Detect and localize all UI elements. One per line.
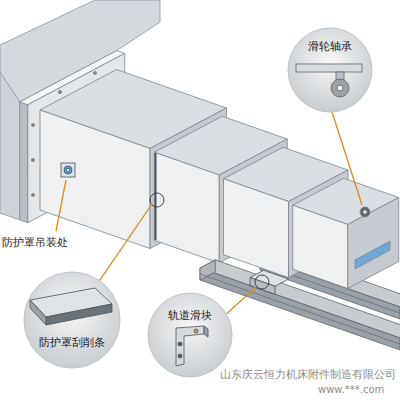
detail-inset (337, 85, 343, 91)
leader-line (100, 204, 153, 281)
callout-label: 防护罩刮削条 (39, 336, 105, 349)
cover-section (154, 152, 219, 263)
machine-body (0, 72, 20, 220)
rail-slider (250, 278, 275, 295)
cover-section (360, 207, 370, 217)
hanging-bracket (64, 166, 72, 174)
detail-inset (176, 326, 204, 366)
watermark: www.***.com (318, 384, 384, 396)
mounting-plate (31, 193, 34, 196)
watermark: 山东庆云恒力机床附件制造有限公司 (220, 368, 396, 381)
highlight-ring (255, 275, 269, 289)
detail-inset (148, 293, 232, 377)
mounting-plate (31, 123, 34, 126)
leader-line (56, 180, 66, 231)
detail-inset (24, 272, 120, 368)
mounting-plate (93, 71, 96, 74)
detail-inset (296, 64, 362, 97)
mounting-plate (20, 102, 28, 223)
detail-inset (148, 293, 232, 377)
mounting-plate (58, 90, 61, 93)
detail-inset (30, 288, 112, 325)
hanging-bracket (61, 163, 75, 177)
detail-inset (204, 326, 208, 337)
cover-section (363, 210, 367, 214)
mounting-plate (31, 158, 34, 161)
rail-slider (250, 270, 289, 294)
cover-section (355, 241, 390, 269)
cover-section (348, 198, 399, 289)
cover-section (155, 153, 157, 240)
leader-line (226, 287, 256, 314)
cover-section (293, 205, 348, 288)
detail-inset (178, 342, 182, 346)
hanging-bracket (61, 163, 75, 177)
detail-inset (30, 300, 46, 325)
detail-inset (46, 304, 112, 325)
cover-section (40, 110, 150, 249)
detail-inset (24, 272, 120, 368)
hanging-bracket (66, 168, 69, 171)
detail-inset (178, 354, 182, 358)
callout-label: 防护罩吊装处 (2, 236, 68, 249)
callout-label: 轨道滑块 (168, 309, 212, 322)
cover-section (293, 178, 399, 288)
cover-section (224, 179, 289, 278)
detail-inset (296, 64, 362, 72)
detail-inset (288, 28, 372, 112)
detail-inset (176, 326, 208, 366)
callout-label: 滑轮轴承 (308, 40, 352, 53)
detail-inset (331, 79, 349, 97)
detail-inset (194, 329, 198, 333)
detail-inset (288, 28, 372, 112)
leader-line (332, 112, 362, 205)
